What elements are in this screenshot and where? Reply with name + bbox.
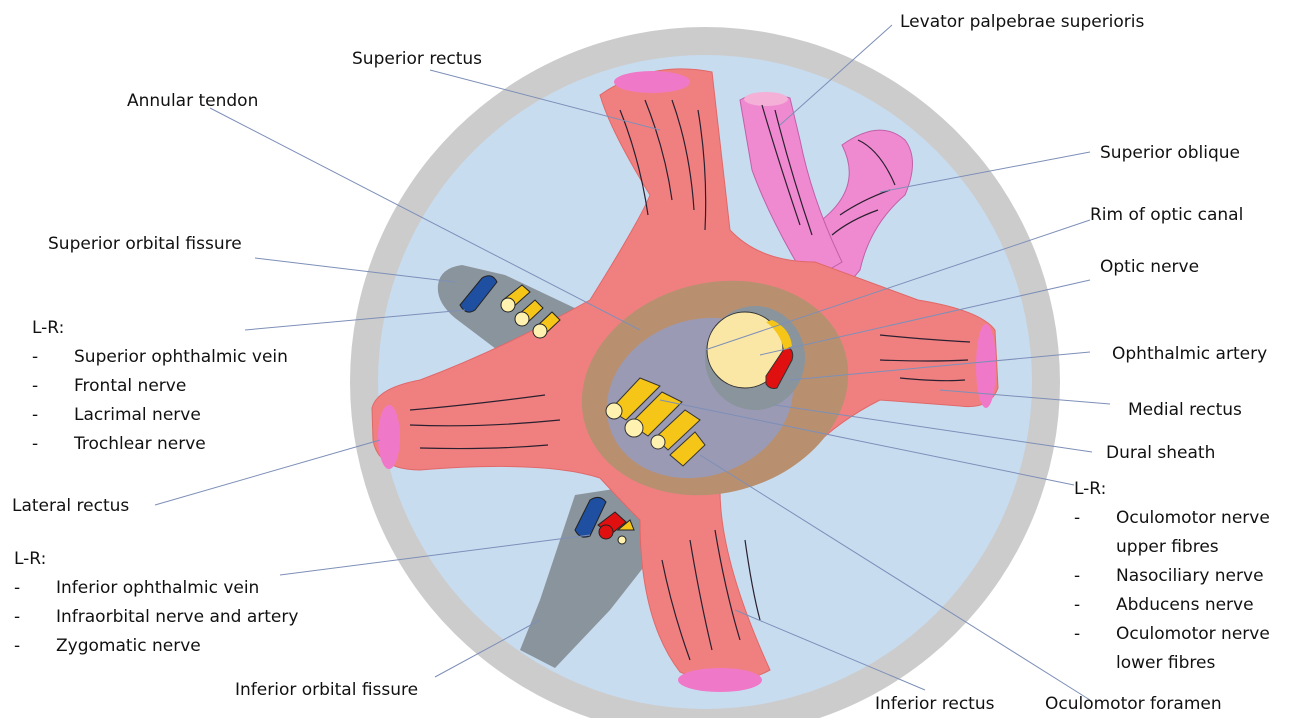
label-superior-oblique: Superior oblique bbox=[1100, 139, 1240, 168]
list-heading: L-R: bbox=[1074, 475, 1270, 504]
iof-contents-list: L-R: -Inferior ophthalmic vein -Infraorb… bbox=[14, 545, 298, 661]
label-rim-optic-canal: Rim of optic canal bbox=[1090, 201, 1243, 230]
list-item-continuation: upper fibres bbox=[1074, 533, 1270, 562]
label-oculomotor-foramen: Oculomotor foramen bbox=[1045, 690, 1222, 719]
list-item: -Lacrimal nerve bbox=[32, 401, 288, 430]
list-item: -Oculomotor nerve bbox=[1074, 504, 1270, 533]
label-inferior-orbital-fissure: Inferior orbital fissure bbox=[235, 676, 418, 705]
superior-rectus-end bbox=[614, 71, 690, 93]
label-ophthalmic-artery: Ophthalmic artery bbox=[1112, 340, 1267, 369]
label-inferior-rectus: Inferior rectus bbox=[875, 690, 994, 719]
list-item: -Zygomatic nerve bbox=[14, 632, 298, 661]
label-levator-palpebrae: Levator palpebrae superioris bbox=[900, 8, 1144, 37]
label-optic-nerve: Optic nerve bbox=[1100, 253, 1199, 282]
list-item: -Infraorbital nerve and artery bbox=[14, 603, 298, 632]
label-dural-sheath: Dural sheath bbox=[1106, 439, 1215, 468]
lateral-rectus-end bbox=[378, 405, 400, 469]
foramen-contents-list: L-R: -Oculomotor nerve upper fibres -Nas… bbox=[1074, 475, 1270, 678]
list-item: -Nasociliary nerve bbox=[1074, 562, 1270, 591]
sof-contents-list: L-R: -Superior ophthalmic vein -Frontal … bbox=[32, 314, 288, 459]
levator-end bbox=[744, 92, 788, 106]
list-item-continuation: lower fibres bbox=[1074, 649, 1270, 678]
label-lateral-rectus: Lateral rectus bbox=[12, 492, 129, 521]
list-item: -Inferior ophthalmic vein bbox=[14, 574, 298, 603]
label-superior-orbital-fissure: Superior orbital fissure bbox=[48, 230, 242, 259]
list-item: -Trochlear nerve bbox=[32, 430, 288, 459]
label-medial-rectus: Medial rectus bbox=[1128, 396, 1242, 425]
label-superior-rectus: Superior rectus bbox=[352, 45, 482, 74]
medial-rectus-end bbox=[976, 324, 996, 408]
list-item: -Oculomotor nerve bbox=[1074, 620, 1270, 649]
list-item: -Superior ophthalmic vein bbox=[32, 343, 288, 372]
list-item: -Abducens nerve bbox=[1074, 591, 1270, 620]
inferior-rectus-end bbox=[678, 668, 762, 692]
label-annular-tendon: Annular tendon bbox=[127, 87, 258, 116]
list-item: -Frontal nerve bbox=[32, 372, 288, 401]
list-heading: L-R: bbox=[32, 314, 288, 343]
list-heading: L-R: bbox=[14, 545, 298, 574]
